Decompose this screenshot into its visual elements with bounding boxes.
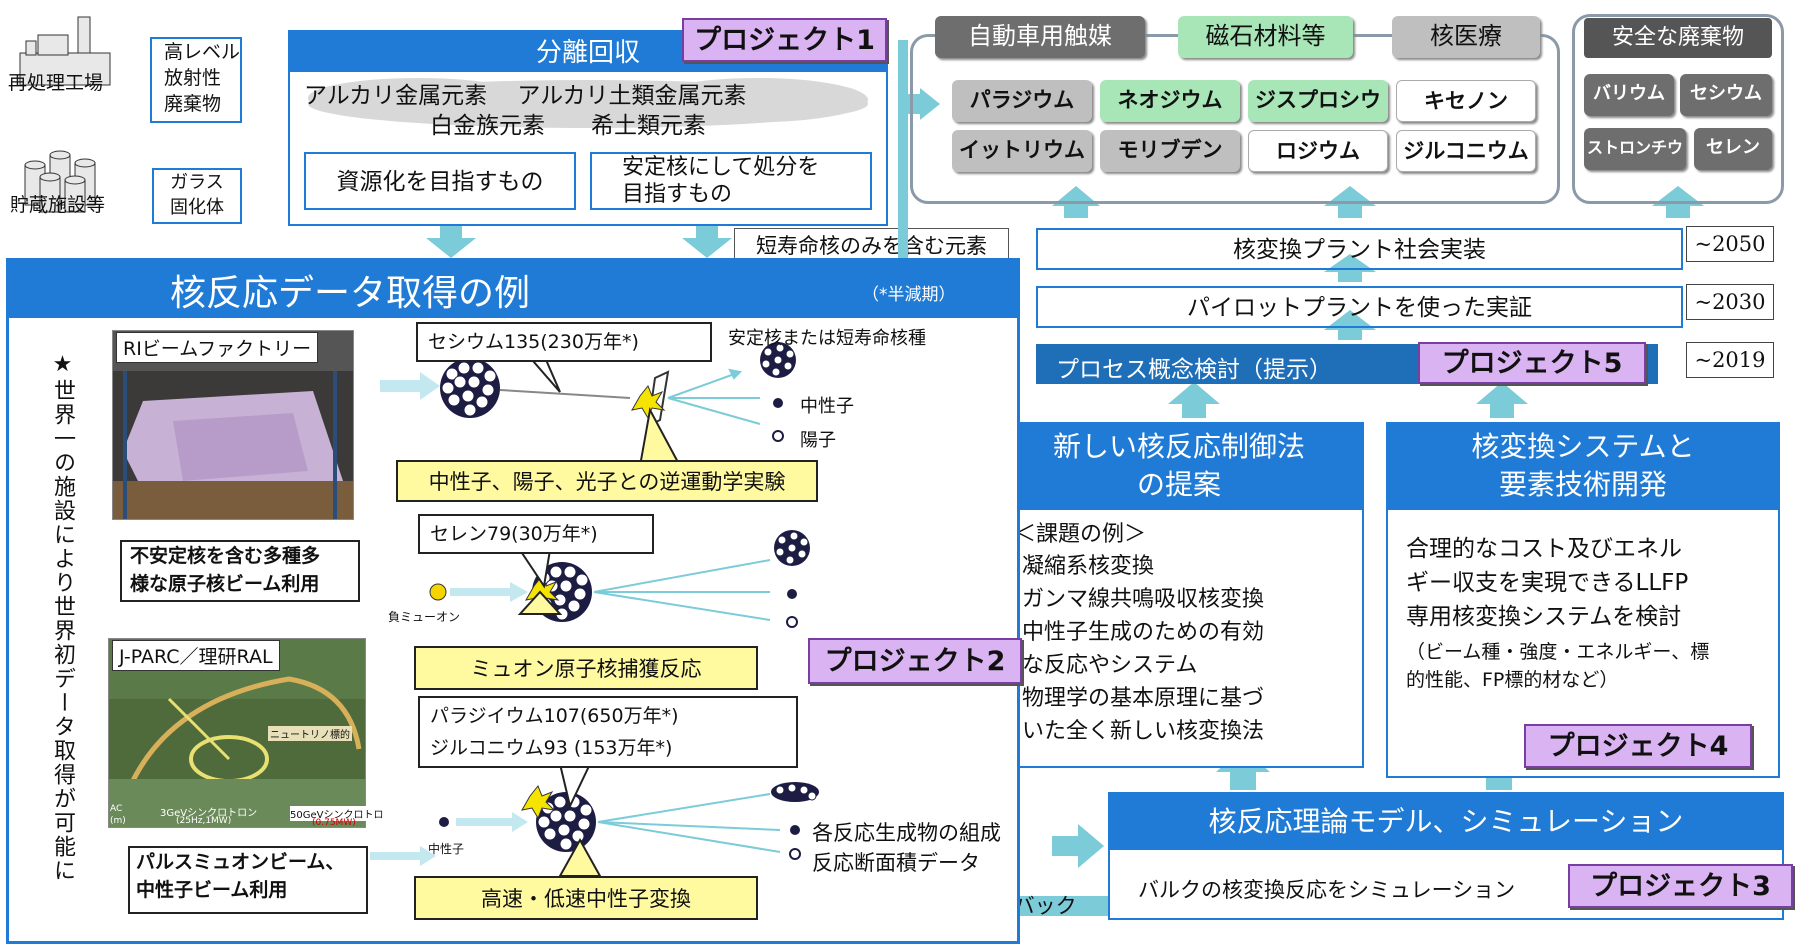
reprocessing-plant-label: 再処理工場	[8, 72, 104, 94]
category-magnet: 磁石材料等	[1178, 16, 1353, 58]
jparc-label: J-PARC／理研RAL	[112, 640, 280, 671]
roadmap-social-year: ~2050	[1686, 226, 1774, 262]
ribf-desc: 不安定核を含む多種多 様な原子核ビーム利用	[120, 540, 360, 602]
separation-panel: 分離回収 アルカリ金属元素 アルカリ土類金属元素 白金族元素 希土類元素 資源化…	[288, 30, 888, 226]
roadmap-pilot-year: ~2030	[1686, 284, 1774, 320]
element-zirconium: ジルコニウム	[1396, 130, 1536, 172]
muon-capture-box: ミュオン原子核捕獲反応	[414, 646, 758, 690]
element-cesium: セシウム	[1680, 74, 1772, 116]
system-body: 合理的なコスト及びエネル ギー収支を実現できるLLFP 専用核変換システムを検討	[1406, 536, 1689, 630]
examples-title-bar	[6, 258, 1020, 318]
elements-line1: アルカリ金属元素 アルカリ土類金属元素	[304, 83, 747, 109]
category-auto-catalyst: 自動車用触媒	[935, 16, 1145, 58]
theory-title: 核反応理論モデル、シミュレーション	[1110, 794, 1782, 850]
new-method-subtitle: ＜課題の例＞	[1014, 522, 1147, 547]
products-label: 各反応生成物の組成 反応断面積データ	[812, 821, 1001, 875]
photo-label-3gev-power: (25Hz,1MW)	[176, 816, 232, 826]
neutron-small-label: 中性子	[428, 842, 465, 856]
half-life-note: （*半減期）	[862, 285, 956, 305]
photo-label-neutrino: ニュートリノ標的	[268, 726, 352, 741]
roadmap-pilot: パイロットプラントを使った実証	[1036, 286, 1683, 328]
project3-badge: プロジェクト3	[1568, 864, 1793, 908]
stable-nuclide-label: 安定核または短寿命核種	[728, 328, 926, 349]
photo-label-3gev: 3GeVシンクロトロン	[160, 808, 258, 819]
glass-label-box: ガラス 固化体	[152, 168, 242, 224]
new-method-list: 凝縮系核変換 ガンマ線共鳴吸収核変換 中性子生成のための有効 な反応やシステム …	[996, 550, 1362, 748]
element-selenium: セレン	[1694, 128, 1772, 170]
photo-label-ac: AC	[110, 804, 123, 814]
palladium-callout: パラジイウム107(650万年*) ジルコニウム93 (153万年*)	[418, 696, 798, 768]
disposal-box: 安定核にして処分を 目指すもの	[590, 152, 872, 210]
element-neodymium: ネオジウム	[1100, 80, 1240, 122]
elements-line2: 白金族元素 希土類元素	[430, 113, 706, 139]
roadmap-social: 核変換プラント社会実装	[1036, 228, 1683, 270]
issue-item: ガンマ線共鳴吸収核変換	[1022, 583, 1362, 616]
project4-badge: プロジェクト4	[1524, 724, 1752, 768]
photo-label-m: (m)	[110, 816, 126, 826]
reprocessing-plant-icon	[18, 15, 113, 87]
roadmap-concept-label: プロセス概念検討（提示）	[1056, 357, 1332, 383]
storage-facility-icon	[20, 135, 115, 215]
proton-label: 陽子	[800, 430, 836, 451]
selenium-callout: セレン79(30万年*)	[418, 514, 654, 554]
neutron-label: 中性子	[800, 396, 854, 417]
element-palladium: パラジウム	[952, 80, 1092, 122]
new-method-panel: 新しい核反応制御法 の提案 ＜課題の例＞ 凝縮系核変換 ガンマ線共鳴吸収核変換 …	[994, 422, 1364, 768]
negative-muon-label: 負ミューオン	[388, 610, 461, 624]
category-nuclear-medicine: 核医療	[1392, 16, 1540, 58]
examples-title: 核反応データ取得の例	[170, 273, 531, 314]
project1-badge: プロジェクト1	[682, 18, 887, 62]
photo-label-50gev-power: (0.75MW)	[312, 818, 356, 828]
project5-badge: プロジェクト5	[1418, 342, 1646, 384]
element-rhodium: ロジウム	[1248, 130, 1388, 172]
theory-body: バルクの核変換反応をシミュレーション	[1138, 878, 1516, 902]
issue-item: 凝縮系核変換	[1022, 550, 1362, 583]
world-first-vertical: ★世界一の施設により世界初データ取得が可能に	[50, 352, 75, 883]
element-dysprosium: ジスプロシウム	[1248, 80, 1388, 152]
storage-facility-label: 貯蔵施設等	[10, 194, 106, 216]
cesium-callout: セシウム135(230万年*)	[416, 322, 712, 362]
neutron-conversion-box: 高速・低速中性子変換	[414, 876, 758, 920]
new-method-title: 新しい核反応制御法 の提案	[996, 424, 1362, 510]
system-title: 核変換システムと 要素技術開発	[1388, 424, 1778, 510]
element-molybdenum: モリブデン	[1100, 130, 1240, 172]
element-yttrium: イットリウム	[952, 130, 1092, 172]
safe-waste-frame	[1572, 14, 1784, 204]
resource-box: 資源化を目指すもの	[304, 152, 576, 210]
element-xenon: キセノン	[1396, 80, 1536, 122]
issue-item: 物理学の基本原理に基づ いた全く新しい核変換法	[1022, 682, 1362, 748]
roadmap-concept-year: ~2019	[1686, 342, 1774, 378]
inverse-kinematics-box: 中性子、陽子、光子との逆運動学実験	[396, 460, 818, 502]
jparc-desc: パルスミュオンビーム、 中性子ビーム利用	[128, 846, 368, 914]
safe-waste-title: 安全な廃棄物	[1584, 18, 1772, 58]
issue-item: 中性子生成のための有効 な反応やシステム	[1022, 616, 1362, 682]
photo-label-50gev: 50GeVシンクロトロ	[290, 806, 384, 821]
element-strontium: ストロンチウム	[1584, 128, 1686, 197]
system-note: （ビーム種・強度・エネルギー、標 的性能、FP標的材など）	[1406, 641, 1710, 691]
element-barium: バリウム	[1584, 74, 1674, 116]
hlw-label-box: 高レベル 放射性 廃棄物	[150, 37, 242, 123]
elements-cloud	[298, 74, 873, 132]
project2-badge: プロジェクト2	[808, 638, 1022, 684]
system-panel: 核変換システムと 要素技術開発 合理的なコスト及びエネル ギー収支を実現できるL…	[1386, 422, 1780, 778]
ribf-label: RIビームファクトリー	[116, 332, 319, 363]
